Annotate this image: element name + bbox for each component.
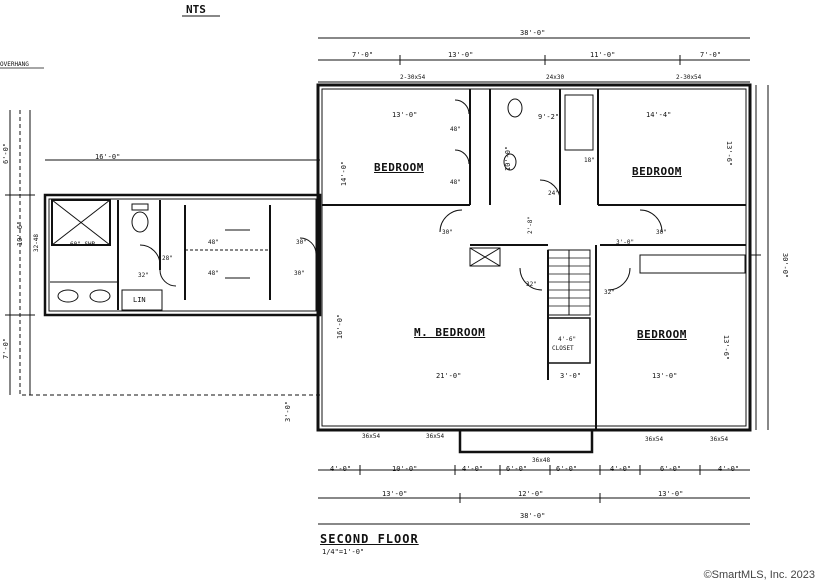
master-width-dim: 21'-0" bbox=[436, 372, 462, 380]
door-dim-12: 30" bbox=[294, 270, 305, 277]
door-dim-10: 30" bbox=[296, 239, 307, 246]
bed-se-width-dim: 13'-0" bbox=[652, 372, 678, 380]
bottom-dim-7: 6'-0" bbox=[660, 465, 682, 473]
top-overall-dim: 38'-0" bbox=[520, 29, 546, 37]
top-dim-3: 11'-0" bbox=[590, 51, 616, 59]
bottom-dim-row2-2: 12'-0" bbox=[518, 490, 544, 498]
linen-label: LIN bbox=[133, 296, 146, 304]
shower-label: 60" SHR bbox=[70, 241, 96, 248]
bedroom-nw-label: BEDROOM bbox=[374, 161, 424, 174]
closet-size-dim: 4'-6" bbox=[558, 336, 577, 343]
main-house-outline bbox=[316, 83, 752, 432]
door-dim-6: 32" bbox=[604, 289, 615, 296]
top-dim-2: 13'-0" bbox=[448, 51, 474, 59]
top-dim-4: 7'-0" bbox=[700, 51, 722, 59]
door-dim-3: 30" bbox=[442, 229, 453, 236]
sink-right bbox=[89, 289, 111, 303]
bottom-dim-8: 4'-0" bbox=[718, 465, 740, 473]
upper-bathtub bbox=[564, 94, 594, 151]
bedroom-se-label: BEDROOM bbox=[637, 328, 687, 341]
bottom-dim-5: 6'-0" bbox=[556, 465, 578, 473]
front-bay bbox=[458, 430, 594, 454]
bottom-dim-3: 4'-0" bbox=[462, 465, 484, 473]
top-window-1: 2-30x54 bbox=[400, 74, 426, 81]
drawing-title: SECOND FLOOR bbox=[320, 532, 419, 546]
closet-label: CLOSET bbox=[552, 345, 574, 352]
wing-width-dim: 16'-0" bbox=[95, 153, 121, 161]
bottom-dim-row2-3: 13'-0" bbox=[658, 490, 684, 498]
bed-ne-width-dim: 14'-4" bbox=[646, 111, 672, 119]
copyright-watermark: ©SmartMLS, Inc. 2023 bbox=[703, 569, 815, 581]
top-window-3: 2-30x54 bbox=[676, 74, 702, 81]
door-dim-5: 32" bbox=[526, 281, 537, 288]
drawing-scale: 1/4"=1'-0" bbox=[322, 548, 365, 556]
right-dim-b: 13'-6" bbox=[722, 334, 731, 361]
door-dim-4: 30" bbox=[656, 229, 667, 236]
top-dim-1: 7'-0" bbox=[352, 51, 374, 59]
door-dim-8: 48" bbox=[208, 239, 219, 246]
bottom-window-2: 36x54 bbox=[426, 433, 445, 440]
bed-nw-width-dim: 13'-0" bbox=[392, 111, 418, 119]
bottom-dim-row2-1: 13'-0" bbox=[382, 490, 408, 498]
left-dim-c: 7'-0" bbox=[2, 337, 11, 360]
nts-label: NTS bbox=[186, 3, 206, 16]
bedroom-ne-label: BEDROOM bbox=[632, 165, 682, 178]
door-dim-7: 28" bbox=[162, 255, 173, 262]
bottom-window-3: 36x48 bbox=[532, 457, 551, 464]
overhang-note: OVERHANG bbox=[0, 61, 29, 68]
left-dim-a: 6'-0" bbox=[2, 142, 11, 165]
side-dim-b: 3'-0" bbox=[616, 239, 635, 246]
left-dim-b: 10'-6" bbox=[16, 220, 25, 247]
door-dim-13: 24" bbox=[548, 190, 559, 197]
left-wing-outline bbox=[43, 193, 322, 317]
bottom-dim-2: 10'-0" bbox=[392, 465, 418, 473]
bottom-window-1: 36x54 bbox=[362, 433, 381, 440]
master-bedroom-label: M. BEDROOM bbox=[414, 326, 486, 339]
bottom-window-5: 36x54 bbox=[710, 436, 729, 443]
door-dim-9: 48" bbox=[208, 270, 219, 277]
door-dim-14: 18" bbox=[584, 157, 595, 164]
toilet bbox=[131, 211, 149, 233]
hall-dim: 3'-0" bbox=[560, 372, 582, 380]
side-dim-a: 2'-8" bbox=[527, 215, 535, 235]
right-overall-dim: 30'-0" bbox=[781, 252, 790, 279]
door-dim-2: 48" bbox=[450, 179, 461, 186]
door-dim-1: 48" bbox=[450, 126, 461, 133]
bath-height-dim: 10'-0" bbox=[504, 145, 513, 172]
bottom-dim-1: 4'-0" bbox=[330, 465, 352, 473]
door-dim-11: 32" bbox=[138, 272, 149, 279]
bottom-window-4: 36x54 bbox=[645, 436, 664, 443]
right-dim-a: 13'-6" bbox=[725, 140, 734, 167]
sink-left bbox=[57, 289, 79, 303]
shower bbox=[51, 199, 111, 246]
bottom-dim-6: 4'-0" bbox=[610, 465, 632, 473]
bottom-dim-4: 6'-0" bbox=[506, 465, 528, 473]
bottom-overall-dim: 38'-0" bbox=[520, 512, 546, 520]
top-window-2: 24x30 bbox=[546, 74, 565, 81]
left-wing-height-dim: 32-48 bbox=[33, 233, 41, 253]
master-depth-dim: 16'-0" bbox=[336, 313, 345, 340]
bed-nw-depth-dim: 14'-0" bbox=[340, 160, 349, 187]
step-dim: 3'-0" bbox=[284, 400, 293, 423]
bath-width-dim: 9'-2" bbox=[538, 113, 560, 121]
linen-closet bbox=[121, 289, 163, 311]
